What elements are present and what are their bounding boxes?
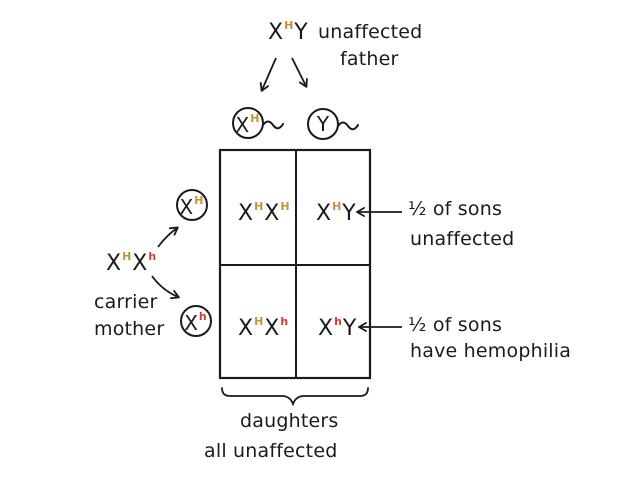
- sperm-tail-x: [262, 120, 284, 130]
- sperm-tail-y: [337, 121, 359, 131]
- mother-label-line2: mother: [94, 318, 165, 340]
- mother-gamete-circle-bottom: [180, 305, 212, 337]
- daughters-brace: [221, 387, 369, 407]
- offspring-cell-bottom-left: XHXh: [238, 315, 289, 341]
- father-label-line1: unaffected: [318, 21, 423, 43]
- father-gamete-circle-y: [307, 108, 339, 140]
- father-genotype: XHY: [268, 19, 308, 45]
- father-arrow-right: [291, 57, 308, 88]
- sons-unaffected-line1: ½ of sons: [408, 198, 503, 220]
- father-gamete-circle-x: [232, 107, 264, 139]
- sons-unaffected-line2: unaffected: [410, 228, 515, 250]
- daughters-label-line2: all unaffected: [204, 440, 338, 462]
- mother-arrow-down: [151, 275, 180, 300]
- offspring-cell-top-right: XHY: [316, 200, 356, 226]
- father-label-line2: father: [340, 48, 399, 70]
- mother-gamete-circle-top: [176, 189, 208, 221]
- father-arrow-left: [259, 57, 277, 92]
- mother-gamete-bottom-label: Xh: [184, 310, 207, 335]
- offspring-cell-top-left: XHXH: [238, 200, 290, 226]
- father-gamete-x-label: XH: [235, 112, 260, 137]
- sons-hemophilia-line2: have hemophilia: [410, 340, 572, 362]
- offspring-cell-bottom-right: XhY: [318, 315, 357, 341]
- mother-genotype: XHXh: [106, 250, 157, 276]
- mother-gamete-top-label: XH: [179, 194, 204, 219]
- mother-label-line1: carrier: [94, 291, 158, 313]
- father-gamete-y-label: Y: [316, 112, 330, 136]
- sons-hemophilia-line1: ½ of sons: [408, 314, 503, 336]
- mother-arrow-up: [157, 226, 179, 248]
- daughters-label-line1: daughters: [240, 410, 339, 432]
